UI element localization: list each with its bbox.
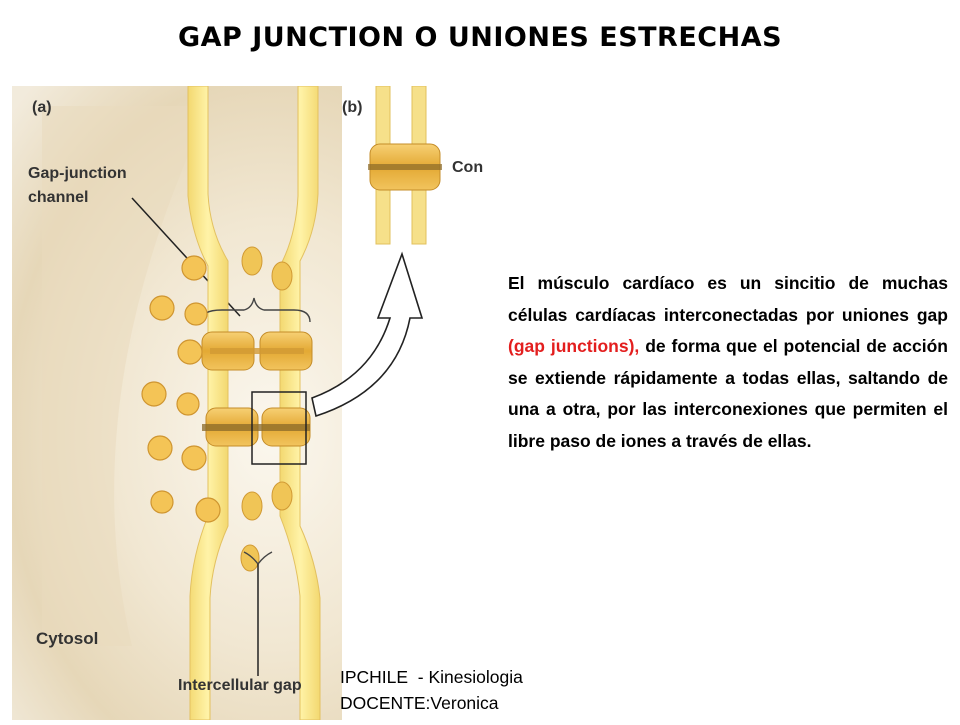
gap-junction-diagram: (a) (b) Gap-junction channel [12,85,530,721]
footer: IPCHILE - Kinesiologia DOCENTE:Veronica [340,664,523,716]
zoom-arrow-icon [311,251,424,418]
paragraph-part-1: El músculo cardíaco es un sincitio de mu… [508,273,948,325]
junction-brace [201,297,311,323]
gap-junction-label-line2: channel [28,189,88,206]
connexon-pair-upper [201,331,313,371]
gap-junction-figure: (a) (b) Gap-junction channel [12,85,530,721]
paragraph-part-2: de forma que el potencial de acción se e… [508,336,948,451]
connexon-particles [141,255,221,523]
panel-b-label: (b) [342,99,362,116]
footer-line-1: IPCHILE - Kinesiologia [340,667,523,687]
intercellular-gap-label: Intercellular gap [178,677,302,694]
connexon-label: Connexon [452,159,484,176]
description-paragraph: El músculo cardíaco es un sincitio de mu… [508,268,948,457]
cytosol-shade [42,106,207,646]
connexon-pair-lower [202,407,311,447]
paragraph-highlight: (gap junctions), [508,336,640,356]
cytosol-label: Cytosol [36,629,98,648]
zoom-box [251,391,307,465]
panel-a-label: (a) [32,99,52,116]
page-title: GAP JUNCTION O UNIONES ESTRECHAS [177,22,783,53]
footer-line-2: DOCENTE:Veronica [340,693,499,713]
membrane-particles [240,246,293,572]
gap-junction-label-line1: Gap-junction [28,165,127,182]
connexon-detail [368,85,442,245]
